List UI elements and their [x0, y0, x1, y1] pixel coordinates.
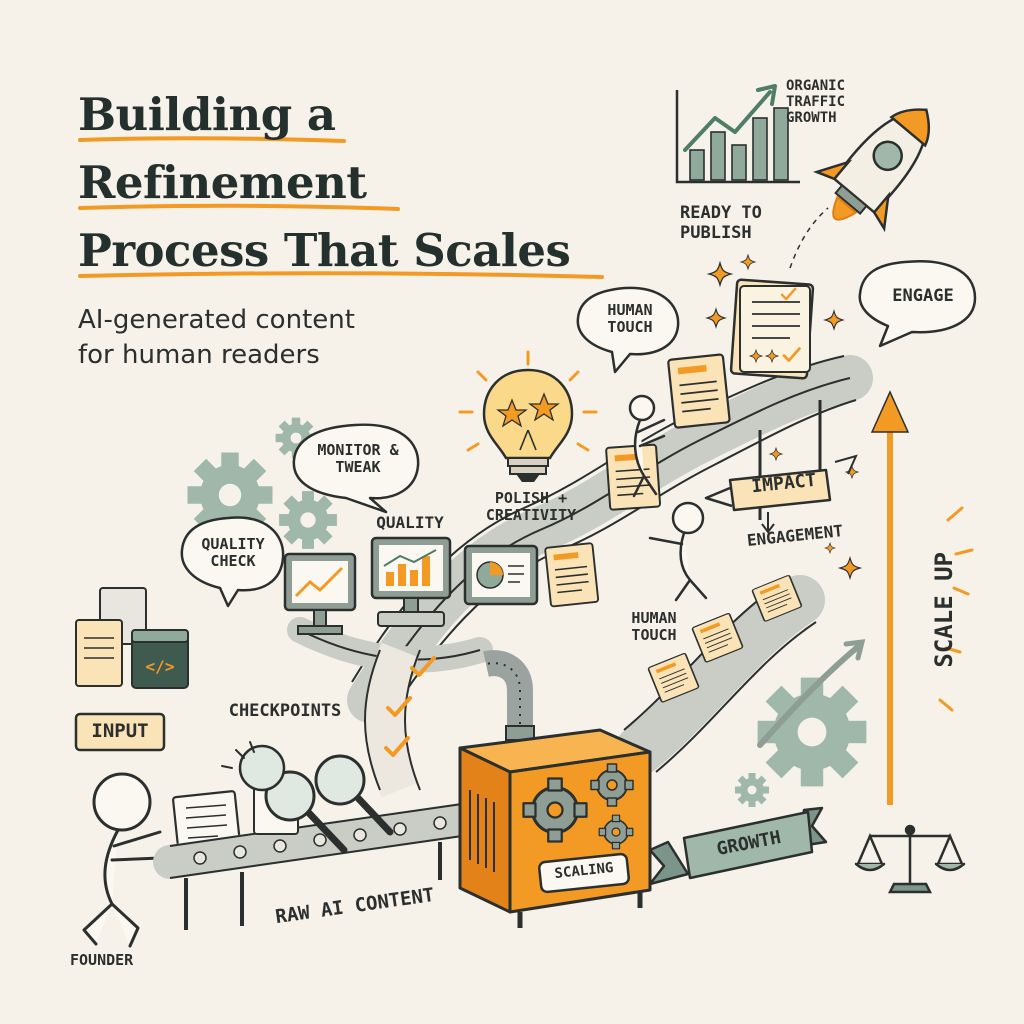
lightbulb-icon: [458, 350, 598, 482]
engage-bubble: [858, 260, 977, 348]
label-monitor-tweak: MONITOR & TWEAK: [317, 441, 399, 477]
growth-chart-icon: [675, 84, 800, 184]
svg-text:</>: </>: [146, 657, 175, 676]
monitor-chart-icon: [283, 536, 539, 635]
label-engage: ENGAGE: [892, 286, 954, 306]
quality-check-bubble: [180, 516, 285, 608]
label-polish-creativity: POLISH + CREATIVITY: [485, 489, 577, 525]
rocket-icon: [812, 108, 931, 233]
impact-tag: [704, 454, 858, 534]
magnifier-icon: [221, 741, 394, 854]
published-documents: [729, 278, 815, 380]
label-input: INPUT: [91, 720, 149, 742]
code-window-icon: </>: [75, 587, 189, 689]
machine-pipe: [483, 650, 535, 741]
label-quality: QUALITY: [376, 513, 444, 532]
label-human-touch-top: HUMAN TOUCH: [607, 301, 653, 337]
title-underlines: [78, 136, 604, 279]
scale-up-arrow: [870, 390, 974, 805]
growth-banner: [648, 806, 828, 886]
title-line-2: Refinement: [78, 156, 367, 209]
title-line-1: Building a: [78, 88, 336, 141]
rocket-trail: [789, 207, 829, 269]
title-line-3: Process That Scales: [78, 224, 571, 277]
founder-figure: [82, 772, 162, 948]
label-ready-to-publish: READY TO PUBLISH: [680, 203, 762, 243]
label-organic-traffic-growth: ORGANIC TRAFFIC GROWTH: [786, 78, 846, 127]
worker-figure-mid: [648, 501, 708, 602]
label-human-touch-mid: HUMAN TOUCH: [631, 609, 677, 645]
label-scale-up: SCALE UP: [930, 552, 959, 668]
balance-scale-icon: [854, 824, 966, 894]
input-tag: [74, 712, 166, 752]
worker-figure-top: [628, 394, 666, 498]
human-touch-bubble: [576, 286, 680, 374]
label-checkpoints: CHECKPOINTS: [228, 701, 342, 721]
label-quality-check: QUALITY CHECK: [201, 535, 265, 571]
subtitle: AI-generated content for human readers: [78, 305, 355, 370]
scaling-machine: [458, 728, 652, 928]
label-founder: FOUNDER: [70, 951, 134, 969]
checkpoint-belt: [364, 642, 436, 798]
monitor-tweak-bubble: [292, 423, 420, 514]
